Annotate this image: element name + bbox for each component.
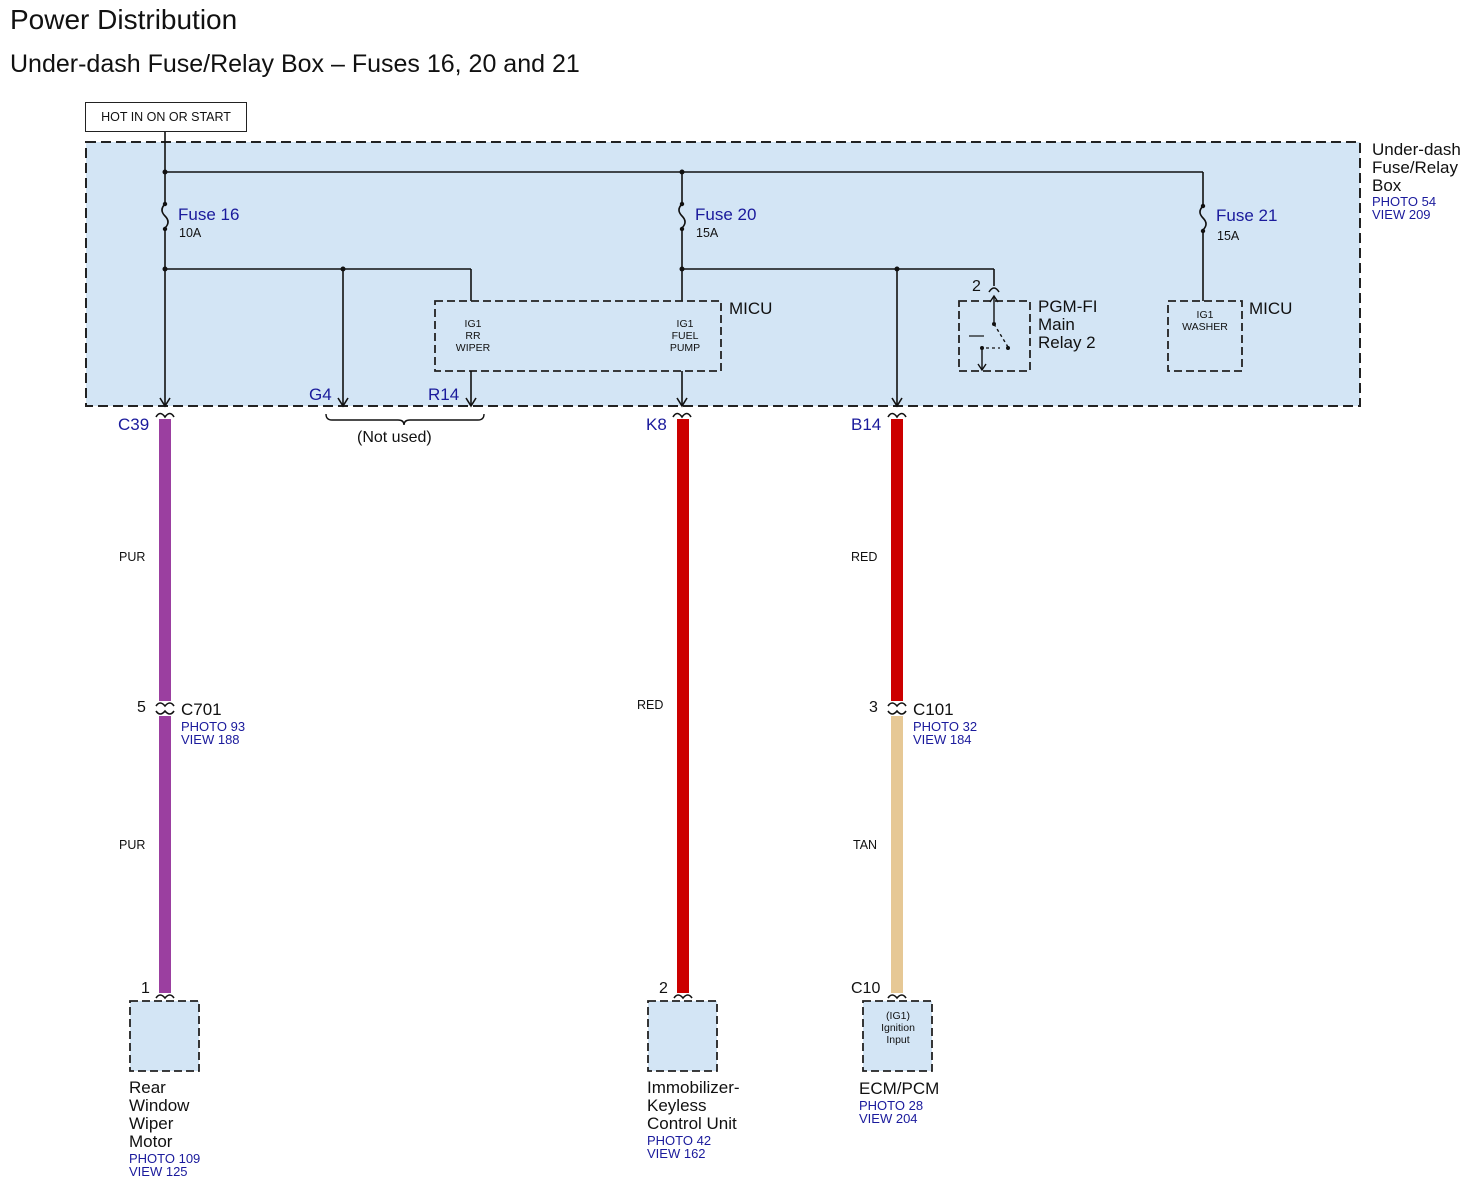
terminal-k8: K8 <box>646 415 667 434</box>
wiper-motor-name-line1: Rear <box>129 1078 166 1097</box>
c701-ref[interactable]: PHOTO 93 VIEW 188 <box>181 720 245 746</box>
wiper-motor-ref[interactable]: PHOTO 109 VIEW 125 <box>129 1152 200 1178</box>
micu-washer-box <box>1167 300 1243 372</box>
micu-pin-pump-l3: PUMP <box>669 342 701 354</box>
supply-label: HOT IN ON OR START <box>85 102 247 132</box>
not-used-brace <box>325 413 485 426</box>
immobilizer-name-line1: Immobilizer- <box>647 1078 740 1097</box>
wiper-motor-name-line2: Window <box>129 1096 190 1115</box>
wiper-motor-view-link[interactable]: VIEW 125 <box>129 1164 188 1179</box>
wire-label-red-right: RED <box>851 550 878 564</box>
terminal-b14: B14 <box>851 415 882 434</box>
terminal-c39: C39 <box>118 415 150 434</box>
relay-name-line3: Relay 2 <box>1038 333 1096 352</box>
relay-name-line1: PGM-FI <box>1038 297 1098 316</box>
immobilizer-ref[interactable]: PHOTO 42 VIEW 162 <box>647 1134 711 1160</box>
wiper-motor-photo-link[interactable]: PHOTO 109 <box>129 1151 201 1166</box>
relay-name-line2: Main <box>1038 315 1075 334</box>
ecm-view-link[interactable]: VIEW 204 <box>859 1111 918 1126</box>
micu-pin-wiper-l2: RR <box>465 330 481 342</box>
wire-label-pur-upper: PUR <box>119 550 146 564</box>
ecm-inner-l2: Ignition <box>881 1022 915 1034</box>
ecm-photo-link[interactable]: PHOTO 28 <box>859 1098 924 1113</box>
wiper-motor-name-line3: Wiper <box>129 1114 174 1133</box>
micu-washer-label: MICU <box>1249 299 1293 318</box>
immobilizer-name-line3: Control Unit <box>647 1114 737 1133</box>
c101-name: C101 <box>913 700 954 719</box>
relay-name: PGM-FI Main Relay 2 <box>1038 298 1098 352</box>
c101-ref[interactable]: PHOTO 32 VIEW 184 <box>913 720 977 746</box>
micu-main-box <box>434 300 722 372</box>
ecm-ref[interactable]: PHOTO 28 VIEW 204 <box>859 1099 923 1125</box>
fuse-21-name: Fuse 21 <box>1216 206 1278 225</box>
wiper-motor-name-line4: Motor <box>129 1132 173 1151</box>
micu-pin-pump-l1: IG1 <box>676 318 694 330</box>
micu-pin-wiper-l1: IG1 <box>464 318 482 330</box>
c701-photo-link[interactable]: PHOTO 93 <box>181 719 246 734</box>
micu-pin-washer-l1: IG1 <box>1196 309 1214 321</box>
ecm-pin: C10 <box>851 980 881 997</box>
micu-main-label: MICU <box>729 299 773 318</box>
fuse-21-symbol <box>1199 205 1207 231</box>
page-subtitle: Under-dash Fuse/Relay Box – Fuses 16, 20… <box>10 50 580 78</box>
c101-photo-link[interactable]: PHOTO 32 <box>913 719 978 734</box>
wiper-motor-name: Rear Window Wiper Motor <box>129 1079 189 1151</box>
fuse-20-symbol <box>678 203 686 229</box>
relay-terminal: 2 <box>972 278 981 295</box>
immobilizer-name-line2: Keyless <box>647 1096 707 1115</box>
fuse-box-name: Under-dash Fuse/Relay Box <box>1372 141 1461 195</box>
terminal-g4: G4 <box>309 385 332 404</box>
ecm-inner-l3: Input <box>886 1034 910 1046</box>
immobilizer-view-link[interactable]: VIEW 162 <box>647 1146 706 1161</box>
micu-pin-washer: IG1 WASHER <box>1172 309 1238 333</box>
fuse-20-rating: 15A <box>696 226 719 240</box>
micu-pin-pump-l2: FUEL <box>671 330 699 342</box>
wire-label-red-middle: RED <box>637 698 664 712</box>
ecm-inner-l1: (IG1) <box>886 1010 910 1022</box>
wiper-motor-pin: 1 <box>141 980 150 997</box>
fuse-box-name-line2: Fuse/Relay <box>1372 158 1458 177</box>
wiper-motor-box <box>129 1000 200 1072</box>
micu-pin-wiper: IG1 RR WIPER <box>446 318 500 354</box>
wire-label-pur-lower: PUR <box>119 838 146 852</box>
terminal-r14: R14 <box>428 385 460 404</box>
immobilizer-pin: 2 <box>659 980 668 997</box>
fuse-box-photo-link[interactable]: PHOTO 54 <box>1372 194 1437 209</box>
wire-label-tan: TAN <box>853 838 878 852</box>
fuse-20-name: Fuse 20 <box>695 205 757 224</box>
fuse-16-name: Fuse 16 <box>178 205 240 224</box>
fuse-box-ref[interactable]: PHOTO 54 VIEW 209 <box>1372 195 1436 221</box>
fuse-box-name-line1: Under-dash <box>1372 140 1461 159</box>
c101-view-link[interactable]: VIEW 184 <box>913 732 972 747</box>
fuse-16-symbol <box>161 203 169 229</box>
c101-pin: 3 <box>869 699 878 716</box>
immobilizer-name: Immobilizer- Keyless Control Unit <box>647 1079 740 1133</box>
ecm-name: ECM/PCM <box>859 1079 940 1098</box>
c701-view-link[interactable]: VIEW 188 <box>181 732 240 747</box>
c701-pin: 5 <box>137 699 146 716</box>
c701-name: C701 <box>181 700 222 719</box>
fuse-box-view-link[interactable]: VIEW 209 <box>1372 207 1431 222</box>
page-title: Power Distribution <box>10 4 238 35</box>
fuse-16-rating: 10A <box>179 226 202 240</box>
immobilizer-photo-link[interactable]: PHOTO 42 <box>647 1133 712 1148</box>
micu-pin-pump: IG1 FUEL PUMP <box>658 318 712 354</box>
not-used-label: (Not used) <box>357 429 432 446</box>
fuse-box-outline <box>85 141 1361 407</box>
fuse-box-name-line3: Box <box>1372 176 1402 195</box>
ecm-inner-label: (IG1) Ignition Input <box>865 1010 931 1046</box>
immobilizer-box <box>647 1000 718 1072</box>
micu-pin-wiper-l3: WIPER <box>455 342 491 354</box>
micu-pin-washer-l2: WASHER <box>1182 321 1228 333</box>
ecm-box <box>862 1000 933 1072</box>
fuse-21-rating: 15A <box>1217 229 1240 243</box>
